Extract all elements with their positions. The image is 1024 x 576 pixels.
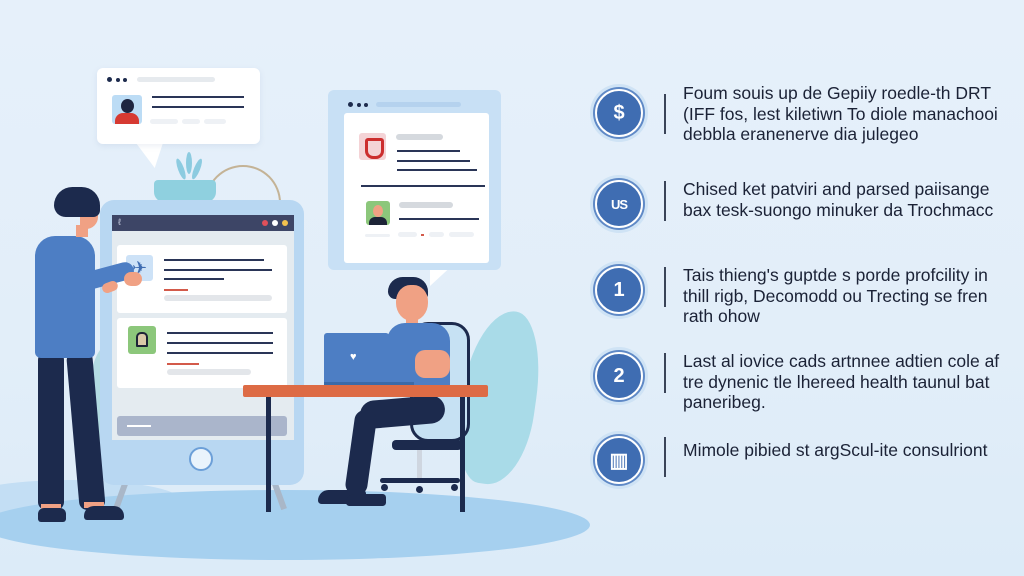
- address-bar: [137, 77, 215, 82]
- status-dot-yellow: [282, 220, 288, 226]
- status-dot-red: [262, 220, 268, 226]
- number-one-icon: 1: [595, 266, 643, 314]
- dollar-icon: $: [595, 89, 643, 137]
- laptop: [324, 333, 389, 385]
- progress-bar: [164, 295, 272, 301]
- building-icon: ▥: [595, 436, 643, 484]
- heart-icon: ♥: [350, 351, 357, 363]
- window-dot-icon: [364, 103, 368, 107]
- text-line: [152, 96, 244, 98]
- tag-pill: [449, 232, 474, 237]
- title-placeholder: [396, 134, 443, 140]
- step-divider: [664, 353, 666, 393]
- kiosk-action-bar[interactable]: [117, 416, 287, 436]
- standing-person-torso: [35, 236, 95, 358]
- text-line: [152, 106, 244, 108]
- step-text: Tais thieng's guptde s porde profcility …: [683, 265, 988, 326]
- plant-leaf: [186, 152, 192, 174]
- text-line: [397, 169, 477, 171]
- window-dot-icon: [107, 77, 112, 82]
- laptop-base: [324, 382, 414, 386]
- text-line: [167, 332, 273, 334]
- person-avatar-icon: [112, 95, 142, 124]
- address-bar: [376, 102, 461, 107]
- window-dot-icon: [123, 78, 127, 82]
- kiosk-titlebar: ℓ: [112, 215, 294, 231]
- step-text: Chised ket patviri and parsed paiisange …: [683, 179, 994, 220]
- tag-pill: [429, 232, 444, 237]
- step-text: Foum souis up de Gepiiy roedle-th DRT (I…: [683, 83, 998, 144]
- text-line: [164, 259, 264, 261]
- chair-wheel: [451, 484, 458, 491]
- tag-pill: [365, 234, 390, 237]
- standing-person-hand: [124, 272, 142, 286]
- accent-line: [164, 289, 188, 291]
- step-divider: [664, 94, 666, 134]
- person-avatar-icon: [366, 201, 390, 225]
- accent-line: [167, 363, 199, 365]
- chair-post: [417, 450, 422, 480]
- desk-leg: [460, 397, 465, 512]
- step-text: Mimole pibied st argScul-ite consulriont: [683, 440, 988, 460]
- chat-bubble-tail: [135, 142, 173, 168]
- window-dot-icon: [357, 103, 361, 107]
- tag-pill: [398, 232, 417, 237]
- plant-leaf: [190, 157, 204, 181]
- kiosk-card-bag[interactable]: [117, 318, 287, 388]
- number-two-icon: 2: [595, 352, 643, 400]
- bar-line: [127, 425, 151, 427]
- title-placeholder: [399, 202, 453, 208]
- chat-bubble-profile: [97, 68, 260, 144]
- text-line: [164, 278, 224, 280]
- text-line: [167, 352, 273, 354]
- plant-pot: [154, 180, 216, 202]
- seated-person-shoe: [346, 494, 386, 506]
- seated-person-arm: [415, 350, 450, 378]
- tag-pill: [204, 119, 226, 124]
- progress-bar: [167, 369, 251, 375]
- step-text: Last al iovice cads artnnee adtien cole …: [683, 351, 1000, 412]
- standing-person-hair: [54, 187, 100, 217]
- chair-wheel: [381, 484, 388, 491]
- step-item: $ Foum souis up de Gepiiy roedle-th DRT …: [588, 80, 1008, 170]
- standing-person-ankle: [84, 502, 104, 508]
- divider-line: [361, 185, 485, 187]
- chair-seat: [392, 440, 462, 450]
- standing-person-shoe: [84, 506, 124, 520]
- step-item: US Chised ket patviri and parsed paiisan…: [588, 175, 1008, 247]
- us-icon: US: [595, 180, 643, 228]
- shield-badge-icon: [359, 133, 386, 160]
- step-divider: [664, 267, 666, 307]
- chair-base: [380, 478, 460, 483]
- chair-wheel: [416, 486, 423, 493]
- kiosk-home-button[interactable]: [189, 447, 213, 471]
- mic-icon: ℓ: [118, 217, 121, 227]
- text-line: [397, 160, 470, 162]
- bag-icon: [128, 326, 156, 354]
- text-line: [167, 342, 273, 344]
- text-line: [397, 150, 460, 152]
- step-divider: [664, 181, 666, 221]
- seated-person-shin: [344, 408, 378, 497]
- tag-pill: [150, 119, 178, 124]
- kiosk-card-flight[interactable]: ✈: [117, 245, 287, 313]
- step-item: ▥ Mimole pibied st argScul-ite consulrio…: [588, 431, 1008, 493]
- window-dot-icon: [348, 102, 353, 107]
- step-divider: [664, 437, 666, 477]
- status-dot-white: [272, 220, 278, 226]
- text-line: [164, 269, 272, 271]
- standing-person-leg: [38, 352, 64, 510]
- standing-person-shoe: [38, 508, 66, 522]
- tag-pill: [182, 119, 200, 124]
- desk-leg: [266, 397, 271, 512]
- step-item: 2 Last al iovice cads artnnee adtien col…: [588, 347, 1008, 419]
- desk-top: [243, 385, 488, 397]
- standing-person-ankle: [41, 504, 61, 510]
- step-item: 1 Tais thieng's guptde s porde profcilit…: [588, 261, 1008, 333]
- window-dot-icon: [116, 78, 120, 82]
- tag-dot: [421, 234, 424, 236]
- text-line: [399, 218, 479, 220]
